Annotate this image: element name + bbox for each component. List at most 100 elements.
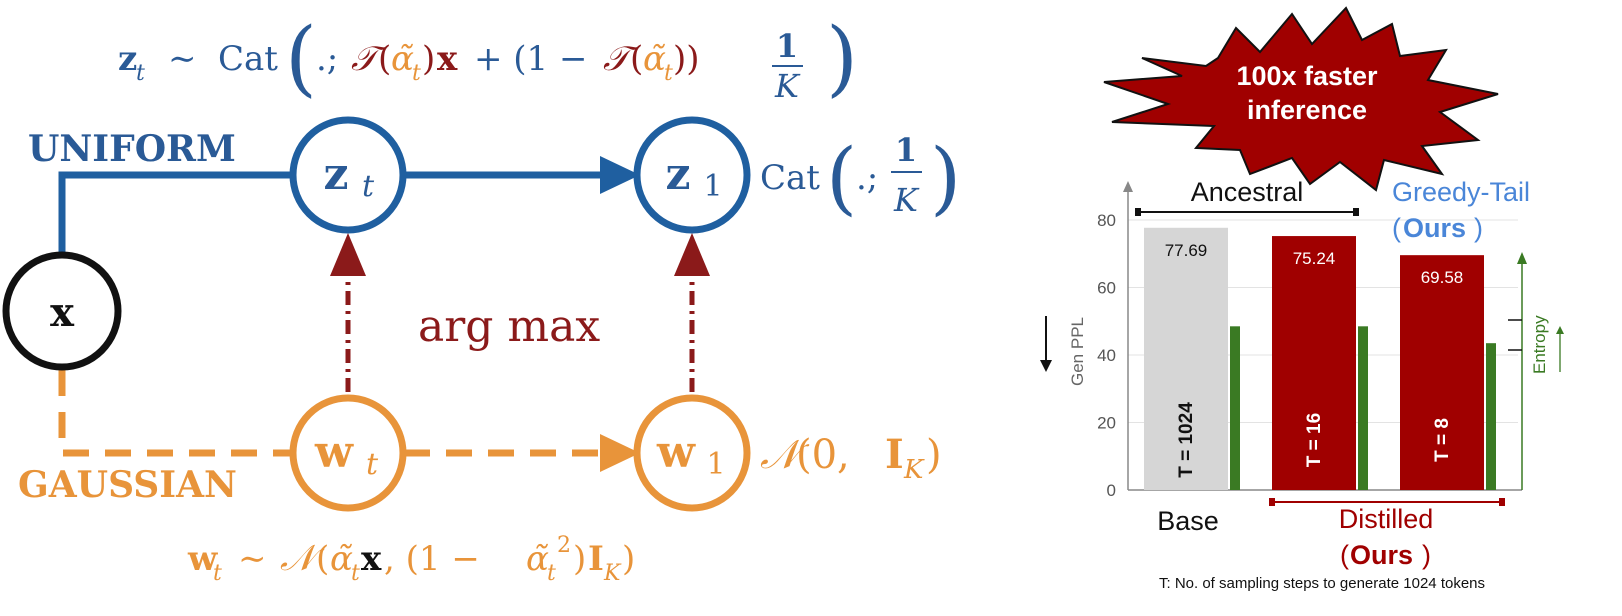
node-zt <box>289 116 407 234</box>
wt-to-w1-arrowhead <box>600 434 640 472</box>
formula-z-cat: Cat <box>218 39 278 79</box>
bar-category-label: T = 16 <box>1304 413 1325 467</box>
distilled-bracket-right <box>1499 498 1505 506</box>
node-wt-main: w <box>314 427 354 478</box>
bar-entropy <box>1486 343 1496 490</box>
formula-w-sq: 2 <box>557 533 571 558</box>
bar-entropy <box>1358 326 1368 490</box>
formula-z-plus: + (1 − <box>474 39 588 79</box>
normal-prior-sub: K <box>903 455 925 485</box>
node-zt-main: z <box>324 149 349 200</box>
formula-w-open: ( <box>316 539 329 579</box>
formula-z-t: z t ∼ Cat ( .; 𝒯 ( α̃ t ) x + (1 − 𝒯 ( α… <box>118 11 858 106</box>
formula-z-sub1: t <box>412 61 421 86</box>
cat-prior-dot: .; <box>856 158 878 198</box>
y-axis-label: Gen PPL <box>1068 317 1087 386</box>
formula-w-alpha-sub: t <box>351 561 360 586</box>
formula-w-alpha: α̃ <box>330 539 353 579</box>
formula-z-open-paren: ( <box>285 11 317 106</box>
bar-category-label: T = 8 <box>1432 418 1453 462</box>
entropy-up-arrowhead <box>1556 326 1564 334</box>
node-z1 <box>633 116 751 234</box>
node-x-label: x <box>50 289 75 336</box>
ancestral-bracket-left <box>1135 208 1141 216</box>
argmax-label: arg max <box>418 301 600 352</box>
bar-gen-ppl <box>1400 255 1484 490</box>
y-tick-label: 60 <box>1097 279 1116 298</box>
formula-z-frac-num: 1 <box>776 27 798 65</box>
lower-is-better-arrowhead <box>1040 360 1052 372</box>
entropy-label: Entropy <box>1530 315 1549 374</box>
bar-value-label: 77.69 <box>1165 241 1208 260</box>
formula-w-sim: ∼ <box>238 539 267 579</box>
distilled-bracket-left <box>1269 498 1275 506</box>
distilled-close-paren: ) <box>1422 540 1431 570</box>
formula-w-x: x <box>361 539 382 579</box>
normal-prior: 𝒩 (0, I K ) <box>760 431 942 485</box>
cat-prior-cat: Cat <box>760 158 820 198</box>
formula-z-close1: ) <box>422 39 435 79</box>
formula-z-frac-den: K <box>774 67 801 105</box>
y-tick-label: 40 <box>1097 346 1116 365</box>
node-wt-sub: t <box>366 447 379 482</box>
formula-w-comma: , (1 − <box>384 539 480 579</box>
zt-to-z1-arrowhead <box>600 156 640 194</box>
badge-line1: 100x faster <box>1236 61 1378 91</box>
greedy-ours-label: Ours <box>1403 213 1466 243</box>
bar-gen-ppl <box>1272 236 1356 490</box>
uniform-path-line <box>58 171 292 252</box>
cat-prior: Cat ( .; 1 K ) <box>760 131 961 224</box>
distilled-label: Distilled <box>1339 504 1434 534</box>
node-wt <box>289 394 407 512</box>
y-axis-arrowhead <box>1123 181 1133 192</box>
entropy-axis-arrowhead <box>1517 252 1527 264</box>
ancestral-bracket-right <box>1353 208 1359 216</box>
node-w1-main: w <box>656 427 696 478</box>
node-z1-main: z <box>666 149 691 200</box>
y-tick-label: 0 <box>1107 481 1116 500</box>
y-tick-label: 20 <box>1097 414 1116 433</box>
formula-w-lhs-sub: t <box>213 561 222 586</box>
normal-prior-args: (0, <box>796 432 850 478</box>
formula-z-close-paren: ) <box>826 11 858 106</box>
chart-caption: T: No. of sampling steps to generate 102… <box>1159 575 1485 592</box>
formula-w-I: I <box>588 539 604 579</box>
distilled-open-paren: ( <box>1340 540 1349 570</box>
bar-gen-ppl <box>1144 227 1228 490</box>
starburst-shape <box>1103 6 1499 192</box>
normal-prior-close: ) <box>926 432 942 478</box>
argmax-arrowhead-t <box>330 233 366 276</box>
gaussian-label: GAUSSIAN <box>18 464 237 506</box>
badge-line2: inference <box>1247 95 1367 125</box>
node-z1-sub: 1 <box>703 169 722 204</box>
formula-z-sub2: t <box>664 61 673 86</box>
formula-w-alpha2: α̃ <box>526 539 549 579</box>
gaussian-path-line <box>58 370 292 457</box>
cat-prior-den: K <box>893 181 920 219</box>
bar-value-label: 75.24 <box>1293 249 1336 268</box>
greedy-open-paren: ( <box>1392 213 1401 243</box>
formula-w-t: w t ∼ 𝒩 ( α̃ t x , (1 − α̃ t 2 ) I K ) <box>187 533 635 586</box>
chart-y-ticks: 0 20 40 60 80 <box>1097 211 1116 500</box>
y-tick-label: 80 <box>1097 211 1116 230</box>
cat-prior-close: ) <box>930 131 961 224</box>
formula-z-paren2: ( <box>630 39 643 79</box>
formula-z-lhs: z <box>118 39 137 79</box>
formula-z-dot: .; <box>316 39 338 79</box>
formula-w-close-paren: ) <box>573 539 586 579</box>
node-w1-sub: 1 <box>706 447 725 482</box>
formula-z-alpha2: α̃ <box>643 39 666 79</box>
greedy-tail-label: Greedy-Tail <box>1392 177 1530 207</box>
cat-prior-open: ( <box>826 131 857 224</box>
node-x <box>2 251 122 371</box>
formula-z-sim: ∼ <box>168 39 197 79</box>
bar-entropy <box>1230 326 1240 490</box>
formula-z-x: x <box>437 39 458 79</box>
bar-category-label: T = 1024 <box>1176 402 1197 478</box>
normal-prior-I: I <box>885 431 904 478</box>
diagram: z t ∼ Cat ( .; 𝒯 ( α̃ t ) x + (1 − 𝒯 ( α… <box>2 11 961 586</box>
speed-badge: 100x faster inference <box>1103 6 1499 192</box>
